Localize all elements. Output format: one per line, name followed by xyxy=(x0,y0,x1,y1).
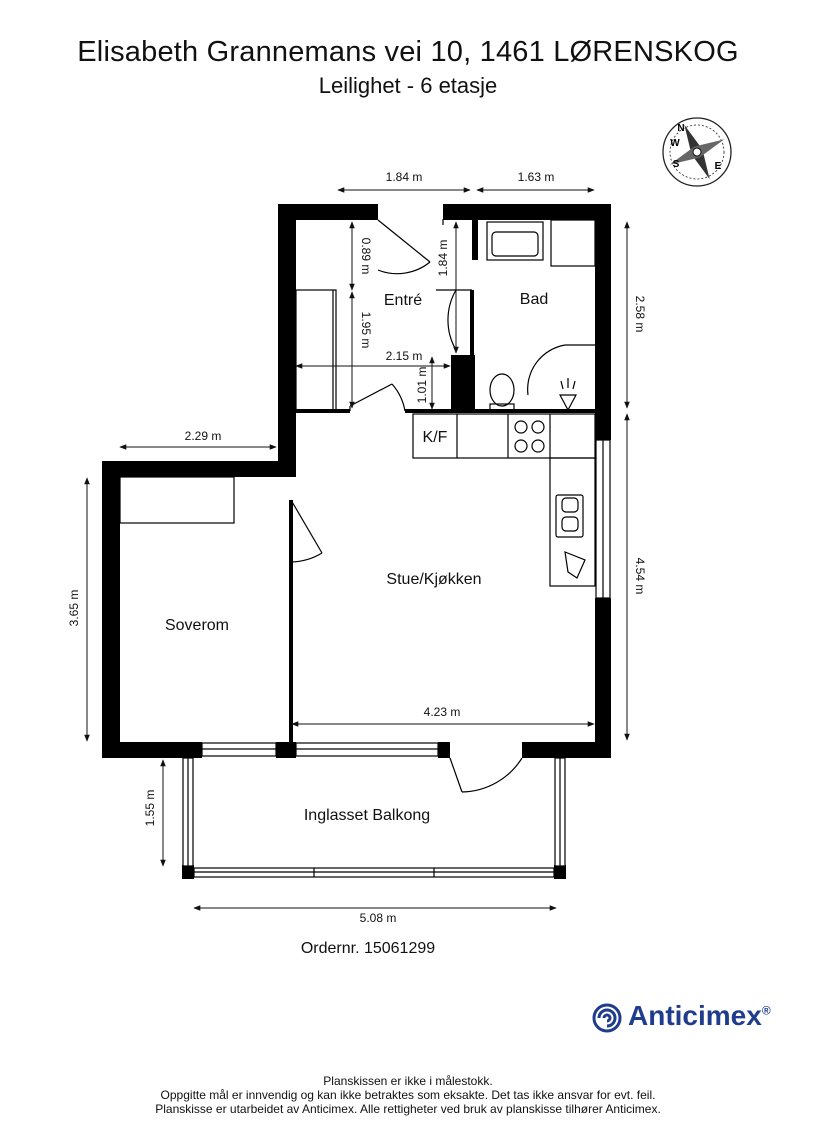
windows xyxy=(201,439,611,757)
dim-entre-lower: 1.95 m xyxy=(359,312,373,349)
toilet-icon xyxy=(489,373,515,407)
balcony-glazing xyxy=(182,757,566,878)
kitchen-fixtures xyxy=(412,413,596,587)
dim-entre-upper: 0.89 m xyxy=(359,238,373,275)
cooktop-icon xyxy=(514,420,545,453)
walls xyxy=(102,204,611,879)
dim-entre-width: 2.15 m xyxy=(386,349,423,363)
compass-e: E xyxy=(715,161,722,172)
room-entre-label: Entré xyxy=(384,292,422,309)
footer-line-3: Planskisse er utarbeidet av Anticimex. A… xyxy=(155,1102,661,1116)
footer-line-1: Planskissen er ikke i målestokk. xyxy=(323,1074,493,1088)
room-labels: Entré Bad K/F Stue/Kjøkken Soverom Ingla… xyxy=(165,291,548,824)
order-number: Ordernr. 15061299 xyxy=(300,940,436,957)
compass-w: W xyxy=(670,138,680,149)
dimension-lines xyxy=(84,187,630,911)
room-bad-label: Bad xyxy=(520,291,548,308)
dim-bad-right: 2.58 m xyxy=(633,296,647,333)
sink-icon xyxy=(486,221,544,261)
footer-line-2: Oppgitte mål er innvendig og kan ikke be… xyxy=(160,1088,656,1102)
dishwasher-icon xyxy=(564,551,586,579)
compass-n: N xyxy=(677,123,684,134)
shower-drain-icon xyxy=(559,394,577,412)
dim-stue-right: 4.54 m xyxy=(633,558,647,595)
compass-s: S xyxy=(673,159,680,170)
plan-unit-subtitle: Leilighet - 6 etasje xyxy=(318,73,498,98)
washer-icon xyxy=(550,219,596,267)
brand-name: Anticimex® xyxy=(628,1000,771,1032)
brand-name-text: Anticimex xyxy=(628,1000,762,1031)
room-stue-label: Stue/Kjøkken xyxy=(386,571,481,588)
brand-registered: ® xyxy=(761,1003,771,1018)
dim-balkong-height: 1.55 m xyxy=(143,790,157,827)
dim-soverom-width: 2.29 m xyxy=(185,429,222,443)
dim-top-entre: 1.84 m xyxy=(386,170,423,184)
compass-rose-icon: N E S W xyxy=(662,117,732,187)
dimension-labels: 1.84 m 1.63 m 0.89 m 1.95 m 1.84 m 2.58 … xyxy=(67,170,647,925)
room-kf-label: K/F xyxy=(423,429,448,446)
anticimex-logo-icon xyxy=(592,1003,622,1033)
dim-bad-inner: 1.84 m xyxy=(436,240,450,277)
bathroom-fixtures xyxy=(486,219,596,412)
interior-walls xyxy=(289,290,600,742)
room-balkong-label: Inglasset Balkong xyxy=(304,807,430,824)
dim-balkong-width: 5.08 m xyxy=(360,911,397,925)
kitchen-sink-icon xyxy=(555,494,584,538)
dim-top-bad: 1.63 m xyxy=(518,170,555,184)
doors xyxy=(290,219,595,793)
dim-bad-lower: 1.01 m xyxy=(415,367,429,404)
plan-address-title: Elisabeth Grannemans vei 10, 1461 LØRENS… xyxy=(77,36,739,68)
room-soverom-label: Soverom xyxy=(165,617,229,634)
dim-stue-width: 4.23 m xyxy=(424,705,461,719)
closets xyxy=(119,289,337,524)
dim-soverom-height: 3.65 m xyxy=(67,590,81,627)
